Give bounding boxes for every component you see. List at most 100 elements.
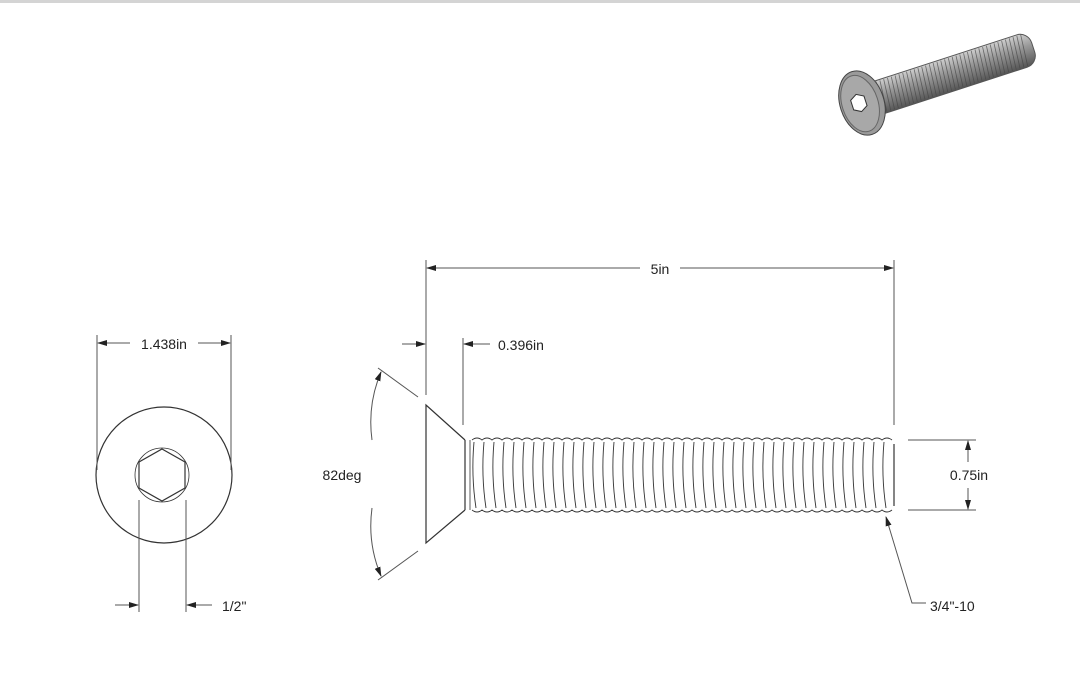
thread-line [732, 441, 737, 509]
dim-head-angle [370, 367, 419, 581]
thread-line [792, 441, 797, 509]
thread-stripe [928, 64, 937, 96]
thread-line [472, 441, 477, 509]
thread-line [802, 441, 807, 509]
thread-stripe [978, 48, 987, 80]
thread-callout-leader [885, 516, 926, 604]
head-height-label: 0.396in [498, 337, 544, 353]
thread-line [522, 441, 527, 509]
thread-stripe [936, 61, 945, 94]
thread-profile [471, 437, 893, 441]
thread-line [842, 441, 847, 509]
thread-line [692, 441, 697, 509]
front-view [95, 406, 233, 544]
thread-line [672, 441, 677, 509]
thread-stripe [944, 59, 952, 91]
thread-stripe [887, 77, 895, 110]
length-label: 5in [651, 261, 670, 277]
head-angle-label: 82deg [323, 467, 362, 483]
thread-stripe [913, 69, 922, 101]
thread-line [612, 441, 617, 509]
dim-head-height [402, 338, 490, 425]
dim-hex-size [115, 500, 212, 612]
thread-stripe [932, 62, 941, 95]
thread-stripe [986, 45, 994, 78]
thread-stripe [997, 41, 1006, 74]
dim-head-diameter [96, 335, 232, 470]
hex-size-label: 1/2" [222, 598, 246, 614]
thread-line [652, 441, 657, 509]
thread-stripe [925, 65, 933, 97]
thread-stripe [989, 44, 998, 76]
thread-line [572, 441, 577, 509]
thread-line [782, 441, 787, 509]
thread-stripe [947, 58, 956, 90]
thread-stripe [909, 70, 918, 102]
thread-line [832, 441, 837, 509]
thread-stripe [951, 56, 960, 89]
thread-line [662, 441, 667, 509]
thread-stripe [1001, 40, 1010, 73]
thread-stripe [894, 75, 903, 107]
thread-line [632, 441, 637, 509]
thread-line [822, 441, 827, 509]
thread-line [862, 441, 867, 509]
thread-line [722, 441, 727, 509]
head-diameter-label: 1.438in [141, 336, 187, 352]
thread-line [542, 441, 547, 509]
thread-stripe [982, 46, 991, 79]
thread-line [642, 441, 647, 509]
head-outline [95, 406, 233, 544]
thread-stripe [902, 72, 911, 105]
thread-line [592, 441, 597, 509]
countersunk-head [425, 403, 466, 545]
thread-line [812, 441, 817, 509]
thread-stripe [1008, 38, 1017, 70]
thread-line [562, 441, 567, 509]
thread-line [512, 441, 517, 509]
thread-line [712, 441, 717, 509]
thread-stripe [1005, 39, 1013, 72]
bolt-3d-preview [838, 33, 1036, 136]
thread-line [882, 441, 887, 509]
thread-line [872, 441, 877, 509]
thread-line [762, 441, 767, 509]
thread-profile [471, 509, 893, 513]
thread-line [602, 441, 607, 509]
thread-stripe [955, 55, 964, 88]
thread-stripe [993, 43, 1002, 75]
hex-socket [138, 448, 186, 502]
thread-line [622, 441, 627, 509]
thread-line [582, 441, 587, 509]
thread-stripe [890, 76, 899, 109]
thread-stripe [1016, 35, 1025, 68]
thread-stripe [921, 66, 930, 99]
dim-length [425, 260, 895, 425]
thread-callout-label: 3/4"-10 [930, 598, 975, 614]
thread-line [852, 441, 857, 509]
thread-line [702, 441, 707, 509]
thread-line [482, 441, 487, 509]
thread-stripe [917, 67, 926, 100]
thread-stripe [883, 79, 892, 111]
thread-line [772, 441, 777, 509]
thread-stripe [1020, 34, 1029, 67]
thread-stripe [898, 74, 907, 106]
shank-diameter-label: 0.75in [950, 467, 988, 483]
thread-line [532, 441, 537, 509]
thread-line [502, 441, 507, 509]
thread-stripe [963, 53, 971, 85]
thread-line [742, 441, 747, 509]
thread-stripe [974, 49, 983, 81]
dim-shank-diameter [908, 439, 976, 511]
thread-line [682, 441, 687, 509]
thread-stripe [906, 71, 914, 104]
side-view [425, 403, 895, 545]
thread-stripe [959, 54, 968, 86]
thread-line [492, 441, 497, 509]
thread-stripe [1012, 37, 1021, 69]
thread-stripe [970, 50, 979, 83]
thread-line [752, 441, 757, 509]
